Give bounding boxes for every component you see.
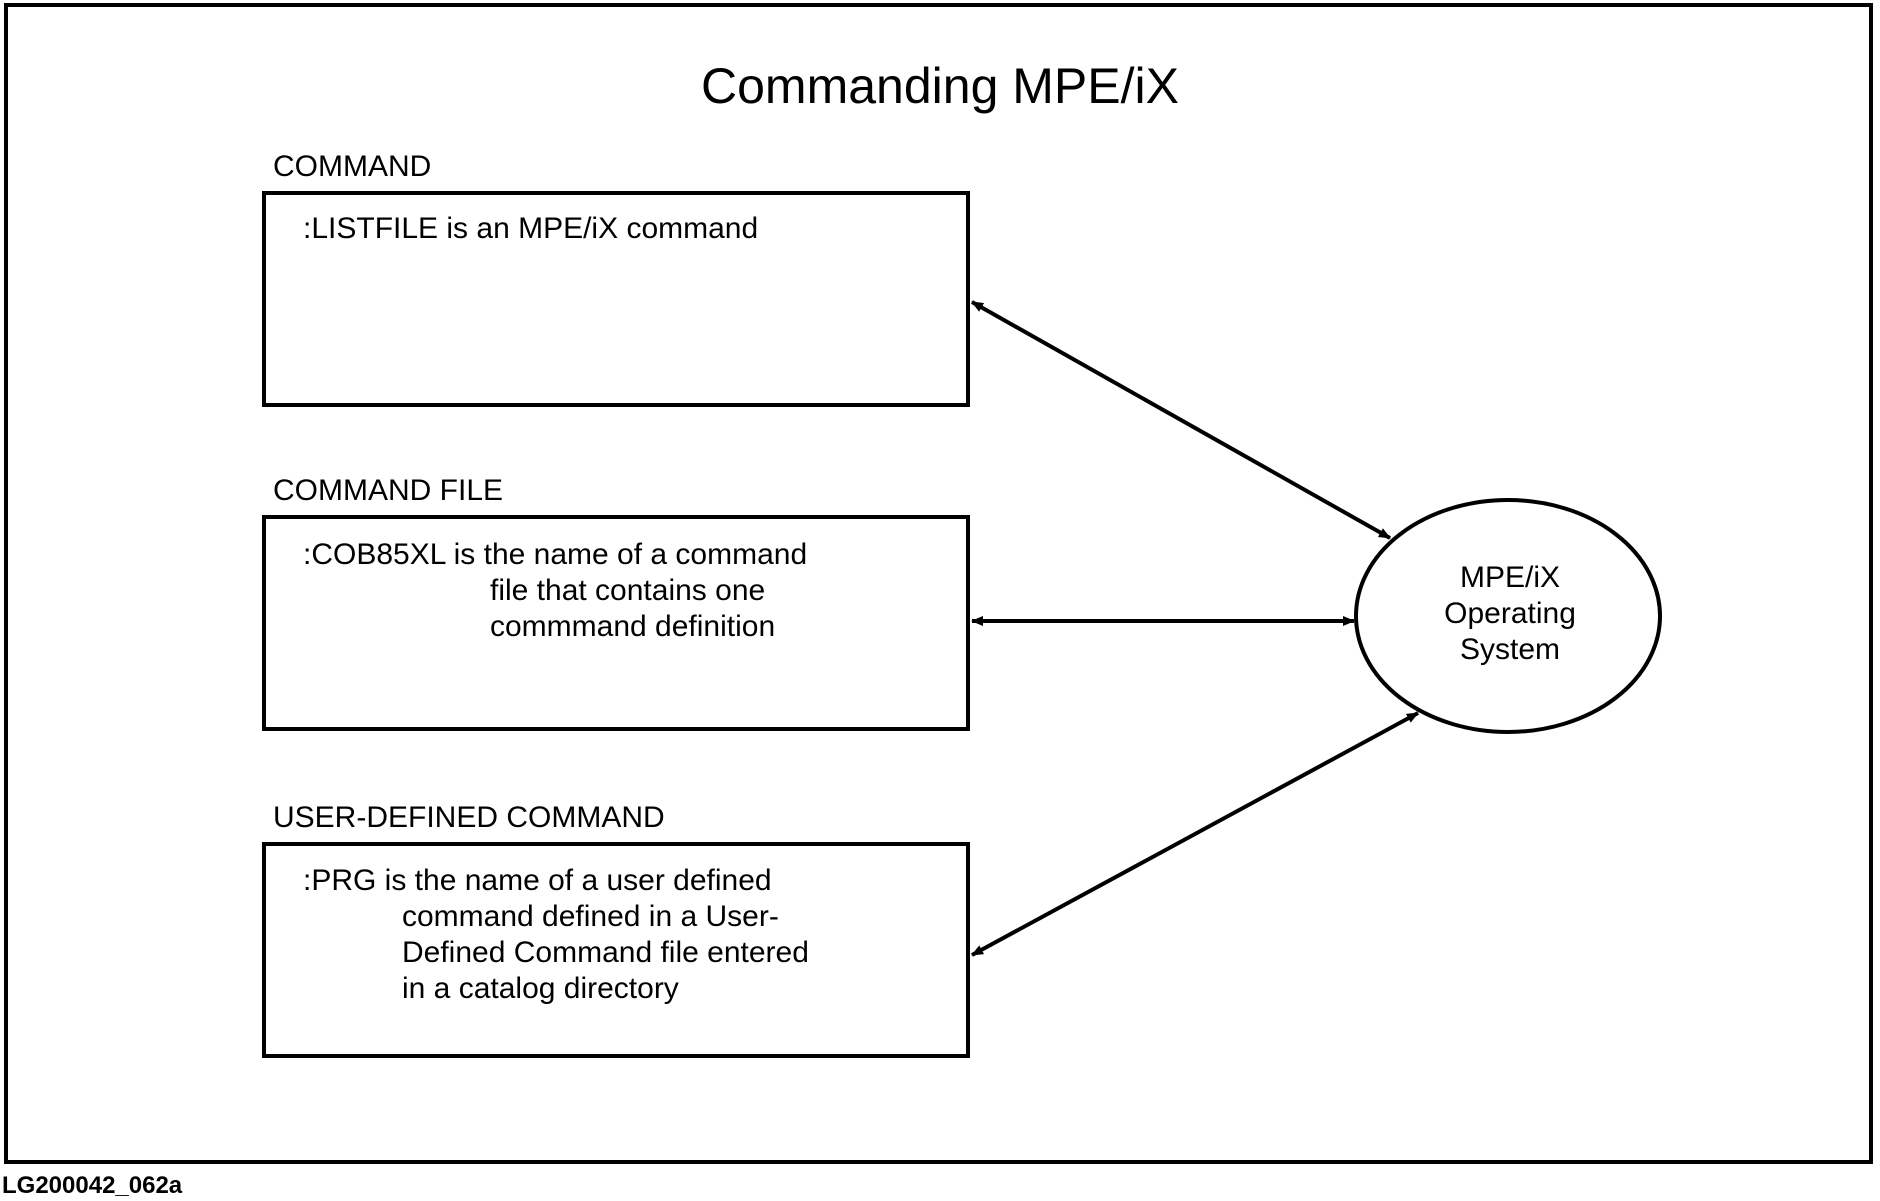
- user-defined-command-box-line-3: Defined Command file entered: [402, 936, 809, 969]
- os-node-line-2: Operating: [1444, 597, 1576, 630]
- user-defined-command-box-line-2: command defined in a User-: [402, 900, 779, 933]
- user-defined-command-box: [262, 842, 970, 1058]
- diagram-frame: [4, 3, 1873, 1164]
- command-file-box-line-3: commmand definition: [490, 610, 776, 643]
- command-box-line-1: :LISTFILE is an MPE/iX command: [303, 212, 759, 245]
- section-label-command: COMMAND: [273, 150, 432, 183]
- user-defined-command-box-line-1: :PRG is the name of a user defined: [303, 864, 772, 897]
- diagram-title: Commanding MPE/iX: [701, 58, 1179, 114]
- command-file-box-line-2: file that contains one: [490, 574, 766, 607]
- command-file-box-line-1: :COB85XL is the name of a command: [303, 538, 808, 571]
- os-node-label: MPE/iX Operating System: [1360, 560, 1660, 668]
- command-file-box: [262, 515, 970, 731]
- section-label-command-file: COMMAND FILE: [273, 474, 504, 507]
- user-defined-command-box-line-4: in a catalog directory: [402, 972, 679, 1005]
- section-label-user-defined-command: USER-DEFINED COMMAND: [273, 801, 665, 834]
- figure-id: LG200042_062a: [2, 1172, 183, 1199]
- command-box: [262, 191, 970, 407]
- os-node-line-3: System: [1459, 633, 1561, 666]
- os-node-line-1: MPE/iX: [1459, 561, 1561, 594]
